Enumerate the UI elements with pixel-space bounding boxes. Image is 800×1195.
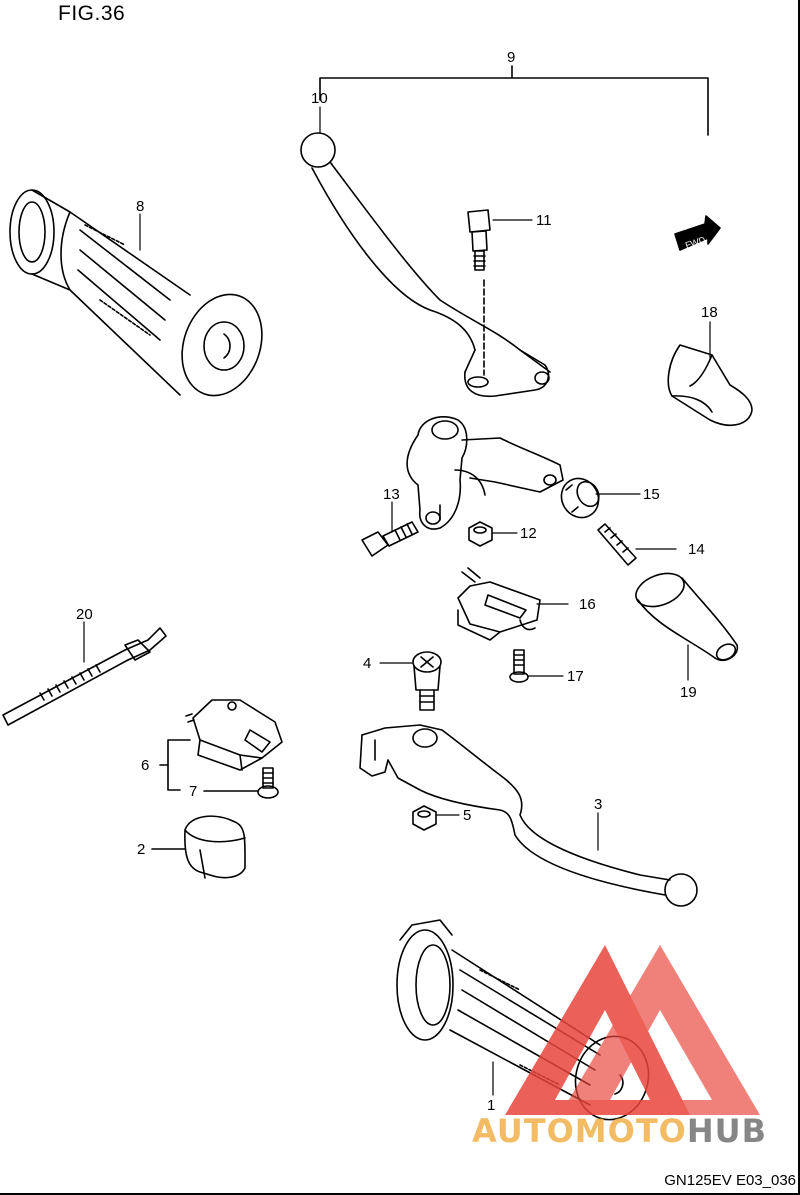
callout-18: 18 <box>701 304 718 321</box>
part-lever-holder <box>406 416 564 530</box>
part-2-sleeve <box>151 815 246 879</box>
part-7-screw <box>257 767 279 799</box>
watermark-text: AUTOMOTOHUB <box>472 1112 767 1150</box>
callout-7: 7 <box>189 783 197 800</box>
callout-2: 2 <box>137 841 145 858</box>
watermark-logo-icon <box>505 945 760 1115</box>
part-11-pivot-bolt <box>467 209 491 271</box>
callout-12: 12 <box>520 525 537 542</box>
callout-8: 8 <box>136 198 144 215</box>
part-8-left-grip <box>9 189 263 397</box>
part-15-adjuster-nut <box>560 477 600 519</box>
part-13-bolt <box>361 521 419 557</box>
callout-20: 20 <box>76 606 93 623</box>
part-3-brake-lever <box>359 724 698 907</box>
part-10-lever <box>300 132 551 398</box>
callout-14: 14 <box>688 541 705 558</box>
frame-bottom-border <box>0 1193 800 1195</box>
frame-right-border <box>798 0 800 1195</box>
leader-lines <box>83 106 711 1096</box>
part-20-cable-tie <box>2 627 167 726</box>
callout-13: 13 <box>383 486 400 503</box>
part-16-switch <box>457 567 541 641</box>
callout-labels: 1 2 3 4 5 6 7 8 9 10 11 12 13 14 15 16 1… <box>76 49 718 1114</box>
callout-11: 11 <box>536 212 552 229</box>
callout-10: 10 <box>311 90 328 107</box>
part-5-nut <box>412 805 437 831</box>
part-12-nut <box>468 521 493 547</box>
callout-3: 3 <box>594 796 602 813</box>
callout-16: 16 <box>579 596 596 613</box>
part-19-cable-boot <box>635 572 739 662</box>
callout-5: 5 <box>463 807 471 824</box>
callout-19: 19 <box>680 684 697 701</box>
callout-6: 6 <box>141 757 149 774</box>
fwd-arrow-icon <box>674 215 721 251</box>
callout-15: 15 <box>643 486 660 503</box>
part-17-screw <box>509 649 529 683</box>
callout-4: 4 <box>363 655 371 672</box>
callout-1: 1 <box>487 1097 495 1114</box>
bracket-6-7 <box>159 739 259 792</box>
figure-code: GN125EV E03_036 <box>664 1172 796 1189</box>
part-4-pivot-bolt <box>412 651 442 711</box>
part-6-brake-switch <box>185 699 283 771</box>
watermark-hub: HUB <box>686 1112 768 1150</box>
figure-title: FIG.36 <box>58 2 126 25</box>
watermark-auto: AUTO <box>472 1112 575 1150</box>
callout-17: 17 <box>567 668 584 685</box>
watermark-moto: MOTO <box>574 1112 687 1150</box>
bracket-9 <box>319 65 709 136</box>
part-14-adjuster-bolt <box>597 523 637 566</box>
callout-9: 9 <box>507 49 515 66</box>
